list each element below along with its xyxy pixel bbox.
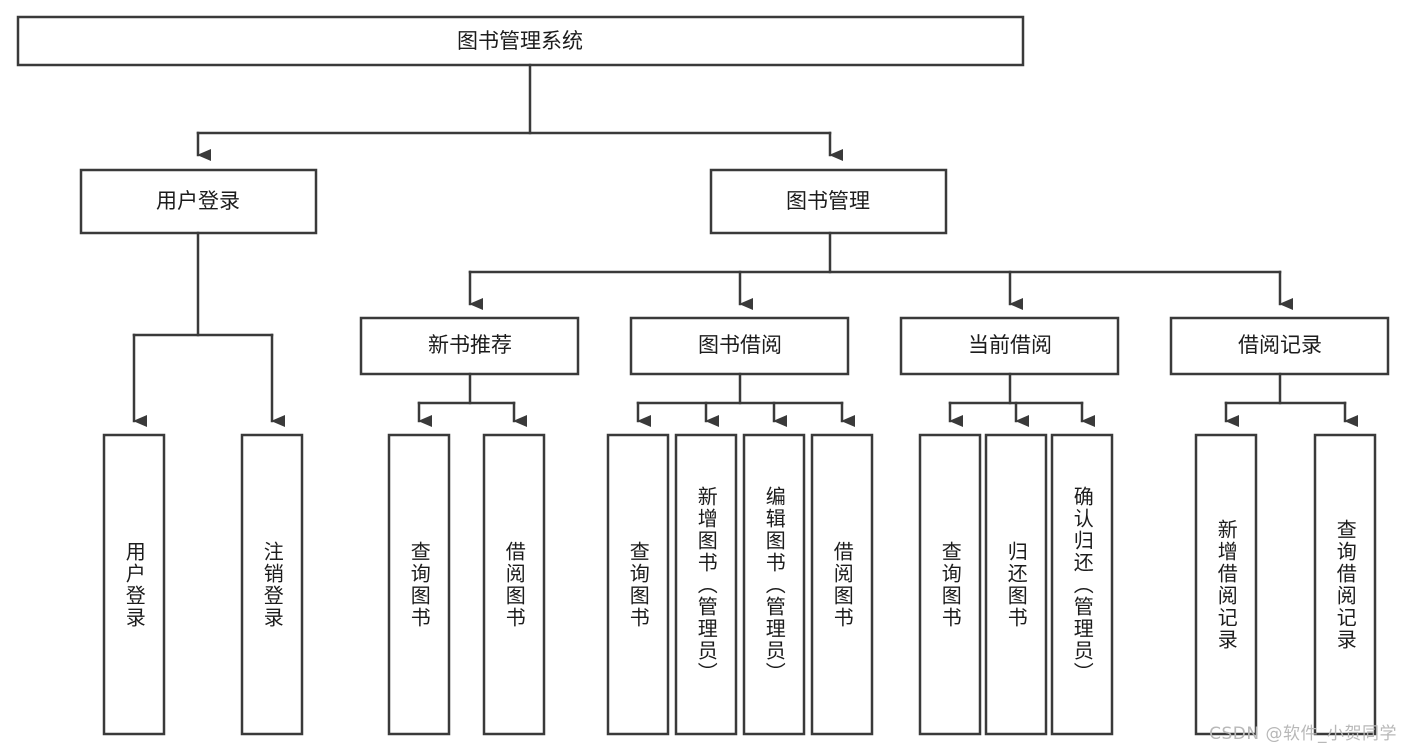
leaf-borrow-book-1-box[interactable] [482, 433, 546, 736]
leaf-borrow-book-1-label: 借阅图书 [502, 540, 527, 629]
node-root-box[interactable] [16, 15, 1025, 67]
leaf-borrow-book-2-label: 借阅图书 [830, 540, 855, 629]
node-book-management-box[interactable] [709, 168, 948, 235]
leaf-user-login-label: 用户登录 [122, 540, 147, 629]
leaf-query-book-3-box[interactable] [918, 433, 982, 736]
leaf-borrow-book-2-box[interactable] [810, 433, 874, 736]
leaf-query-book-1-label: 查询图书 [407, 540, 432, 629]
leaf-return-book-box[interactable] [984, 433, 1048, 736]
leaf-return-book-label: 归还图书 [1004, 540, 1029, 629]
node-current-borrow-label: 当前借阅 [968, 333, 1052, 357]
node-borrow-record-label: 借阅记录 [1238, 333, 1322, 357]
node-book-borrow-label: 图书借阅 [698, 333, 782, 357]
leaf-add-record-box[interactable] [1194, 433, 1258, 736]
node-current-borrow-box[interactable] [899, 316, 1120, 376]
leaf-logout-login-box[interactable] [240, 433, 304, 736]
node-new-book-recommend-label: 新书推荐 [428, 333, 512, 357]
node-user-login-label: 用户登录 [156, 189, 240, 213]
leaf-edit-book-box[interactable] [742, 433, 806, 736]
leaf-confirm-return-label: 确认归还（管理员） [1070, 485, 1095, 684]
leaf-query-book-2-box[interactable] [606, 433, 670, 736]
leaf-add-record-label: 新增借阅记录 [1214, 518, 1239, 651]
node-root-label: 图书管理系统 [457, 29, 583, 53]
leaf-query-book-2-label: 查询图书 [626, 540, 651, 629]
node-user-login-box[interactable] [79, 168, 318, 235]
leaf-logout-login-label: 注销登录 [260, 540, 285, 629]
leaf-edit-book-label: 编辑图书（管理员） [762, 485, 787, 684]
node-new-book-recommend-box[interactable] [359, 316, 580, 376]
leaf-add-book-label: 新增图书（管理员） [694, 485, 719, 684]
leaf-add-book-box[interactable] [674, 433, 738, 736]
leaf-user-login-box[interactable] [102, 433, 166, 736]
leaf-query-record-label: 查询借阅记录 [1333, 518, 1358, 651]
leaf-query-book-1-box[interactable] [387, 433, 451, 736]
node-book-management-label: 图书管理 [786, 189, 870, 213]
leaf-query-book-3-label: 查询图书 [938, 540, 963, 629]
leaf-query-record-box[interactable] [1313, 433, 1377, 736]
leaf-confirm-return-box[interactable] [1050, 433, 1114, 736]
csdn-watermark: CSDN @软件_小贺同学 [1209, 724, 1397, 744]
